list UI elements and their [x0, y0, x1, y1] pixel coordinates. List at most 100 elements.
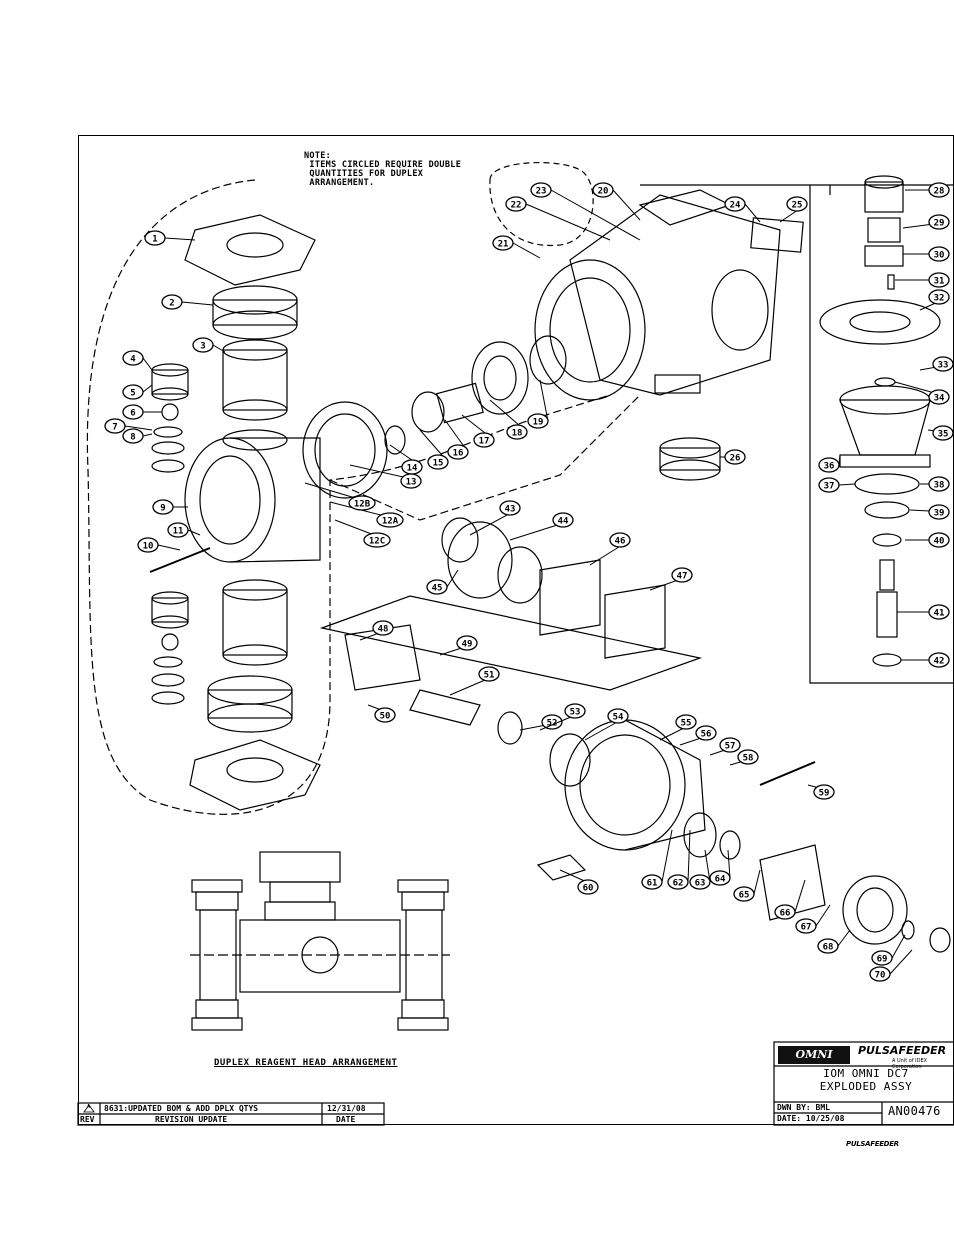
leader-line [891, 934, 906, 959]
callout-24: 24 [724, 196, 761, 223]
callout-balloon [505, 196, 527, 212]
drawing-date: DATE: 10/25/08 [777, 1114, 845, 1123]
callout-6: 6 [122, 404, 162, 420]
circled-items-dashed-outline [489, 162, 594, 247]
callout-number: 70 [875, 971, 886, 981]
callout-4: 4 [122, 350, 153, 371]
callout-number: 56 [701, 730, 712, 740]
check-valve-stack-bottom [151, 591, 189, 705]
callout-balloon [675, 714, 697, 730]
callout-22: 22 [505, 196, 611, 241]
callout-21: 21 [492, 235, 541, 259]
callout-55: 55 [659, 714, 697, 741]
callout-number: 20 [598, 187, 609, 197]
callout-64: 64 [709, 849, 731, 886]
callout-number: 10 [143, 542, 154, 552]
callout-3: 3 [192, 337, 226, 353]
callout-balloon [737, 749, 759, 765]
callout-balloon [144, 230, 166, 246]
callout-50: 50 [367, 704, 396, 723]
callout-12C: 12C [334, 519, 391, 548]
revision-triangle [83, 1104, 95, 1113]
callout-44: 44 [509, 512, 574, 541]
callout-balloon [401, 459, 423, 475]
duplex-arrangement-label: DUPLEX REAGENT HEAD ARRANGEMENT [214, 1058, 398, 1068]
callout-number: 11 [173, 527, 184, 537]
callout-balloon [473, 432, 495, 448]
callout-number: 19 [533, 418, 544, 428]
seal-ring [384, 425, 406, 455]
callout-number: 42 [934, 657, 945, 667]
valve-cartridge-bottom [222, 579, 288, 666]
callout-balloon [122, 404, 144, 420]
callout-36: 36 [818, 454, 841, 473]
callout-balloon [818, 477, 840, 493]
worm-shaft [759, 844, 826, 921]
callout-balloon [928, 652, 950, 668]
revision-symbol: A [87, 1104, 91, 1110]
callout-number: 15 [433, 459, 444, 469]
callout-67: 67 [795, 904, 831, 934]
callout-balloon [695, 725, 717, 741]
callout-61: 61 [641, 829, 673, 890]
callout-number: 4 [130, 355, 136, 365]
leader-line [187, 529, 201, 536]
callout-balloon [152, 499, 174, 515]
callout-number: 49 [462, 640, 473, 650]
leader-line [704, 849, 711, 883]
callout-13: 13 [349, 464, 422, 489]
callout-42: 42 [901, 652, 950, 668]
sleeve-48 [604, 584, 666, 659]
callout-number: 9 [160, 504, 165, 514]
callout-number: 47 [677, 572, 688, 582]
callout-number: 38 [934, 481, 945, 491]
callout-39: 39 [909, 504, 950, 520]
callout-28: 28 [905, 182, 950, 198]
label-plate-60 [536, 854, 587, 881]
callout-number: 46 [615, 537, 626, 547]
leader-line [744, 203, 761, 223]
callout-19: 19 [527, 379, 549, 429]
leader-line [837, 929, 851, 947]
callout-number: 57 [725, 742, 736, 752]
drawn-by: DWN BY: BML [777, 1103, 830, 1112]
callout-number: 30 [934, 251, 945, 261]
callout-balloon [928, 214, 950, 230]
callout-18: 18 [489, 399, 528, 440]
callout-number: 61 [647, 879, 658, 889]
union-nut-bottom [207, 675, 293, 733]
callout-49: 49 [439, 635, 478, 656]
callout-number: 45 [432, 584, 443, 594]
leader-line [512, 242, 541, 259]
callout-48: 48 [359, 620, 394, 641]
title-block [773, 1041, 954, 1126]
callout-31: 31 [895, 272, 950, 288]
callout-16: 16 [444, 419, 469, 460]
callout-balloon [122, 428, 144, 444]
callout-balloon [609, 532, 631, 548]
worm-gear [447, 521, 513, 599]
callout-number: 18 [512, 429, 523, 439]
flange-top [184, 214, 316, 286]
callout-number: 17 [479, 437, 490, 447]
leader-line [164, 237, 196, 241]
callout-number: 36 [824, 462, 835, 472]
leader-line [446, 569, 459, 588]
callout-17: 17 [461, 414, 495, 448]
callout-47: 47 [649, 567, 693, 591]
head-bolt [149, 547, 211, 573]
pulsafeeder-subtitle: A Unit of IDEX Corporation [892, 1058, 928, 1070]
drive-dashed-outline [329, 394, 641, 521]
callout-35: 35 [927, 425, 954, 441]
callout-number: 52 [547, 719, 558, 729]
callout-number: 1 [152, 235, 157, 245]
callout-number: 58 [743, 754, 754, 764]
callout-number: 12C [369, 537, 385, 547]
callout-number: 59 [819, 789, 830, 799]
callout-balloon [104, 418, 126, 434]
callout-number: 66 [780, 909, 791, 919]
duplex-head-view [190, 851, 450, 1031]
callout-51: 51 [449, 666, 500, 696]
callout-balloon [709, 870, 731, 886]
